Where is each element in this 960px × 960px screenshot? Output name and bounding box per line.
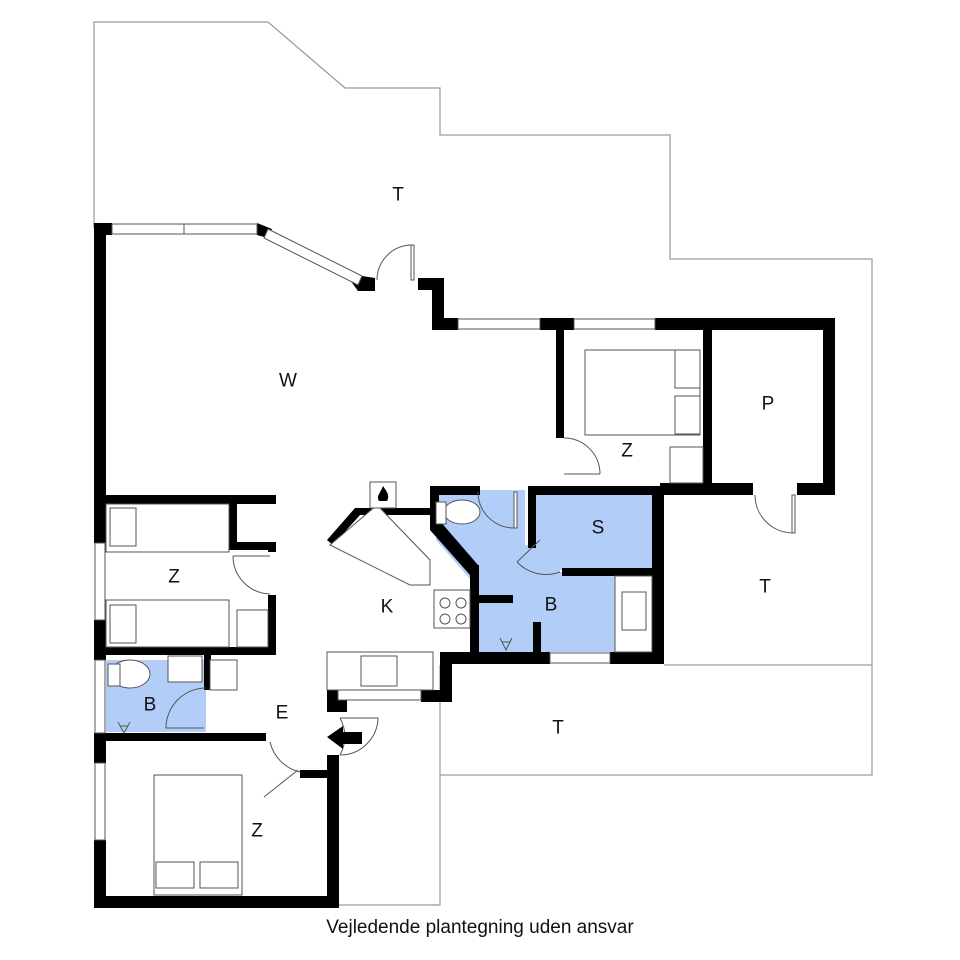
walls [94, 223, 835, 908]
entrance-arrow-icon [327, 726, 362, 749]
room-label-bathroom-main: B [544, 594, 558, 616]
room-label-entrance: E [275, 702, 289, 724]
fireplace-icon [369, 481, 397, 509]
drain-icon [117, 637, 513, 735]
room-label-bedroom-twin: Z [168, 566, 180, 588]
windows [94, 223, 656, 841]
plan-caption: Vejledende plantegning uden ansvar [326, 917, 634, 938]
furniture [105, 349, 704, 896]
room-label-bathroom-small: B [143, 694, 157, 716]
room-label-terrace-south: T [552, 717, 564, 739]
room-label-terrace-east: T [759, 576, 771, 598]
room-label-kitchen: K [380, 596, 394, 618]
room-label-utility: S [591, 517, 605, 539]
room-label-bedroom-double: Z [251, 820, 263, 842]
room-label-bedroom-northeast: Z [621, 440, 633, 462]
room-label-storage: P [761, 393, 775, 415]
room-label-terrace-north: T [392, 184, 404, 206]
room-label-living-room: W [279, 370, 297, 392]
terrace-outline [93, 21, 873, 906]
doors [165, 244, 796, 798]
